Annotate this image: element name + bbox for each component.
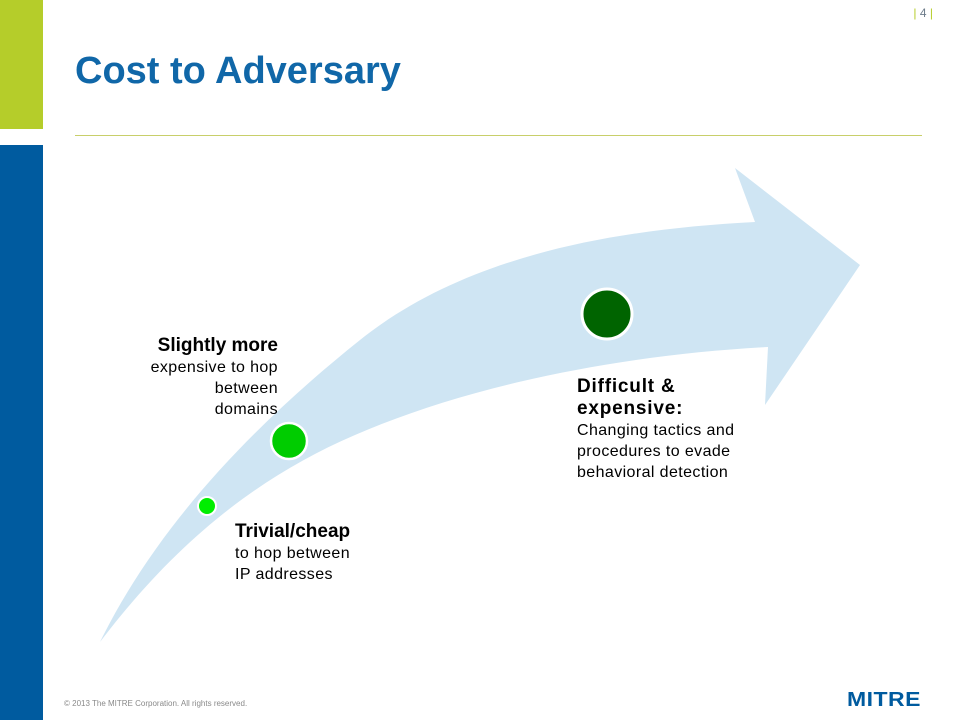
accent-bar-blue — [0, 145, 43, 720]
page-number: | 4 | — [913, 6, 933, 20]
stage-label-slightly-more: Slightly more expensive to hop between d… — [150, 335, 278, 418]
accent-bar-green — [0, 0, 43, 129]
stage-dot-slightly-more — [269, 421, 309, 461]
stage-label-difficult: Difficult & expensive: Changing tactics … — [577, 376, 735, 481]
stage-dot-difficult — [580, 287, 634, 341]
title-divider — [75, 135, 922, 136]
stage-dot-trivial — [197, 496, 217, 516]
curved-arrow — [100, 168, 860, 642]
copyright-notice: © 2013 The MITRE Corporation. All rights… — [64, 699, 248, 708]
mitre-logo: MITRE — [846, 687, 921, 711]
stage-label-trivial: Trivial/cheap to hop between IP addresse… — [235, 521, 351, 583]
slide-title: Cost to Adversary — [75, 50, 401, 92]
